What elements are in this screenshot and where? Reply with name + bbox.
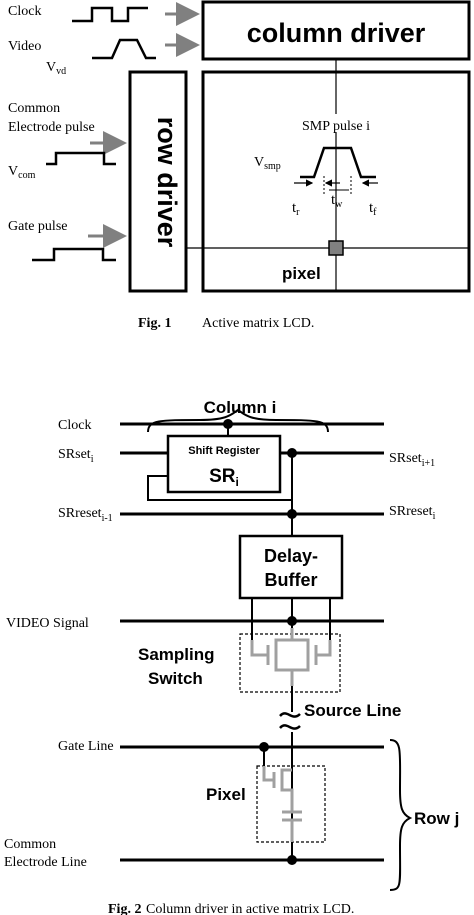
video-waveform [92,38,156,60]
column-driver-box [201,0,471,61]
electrode-line-label: Electrode Line [4,855,87,870]
electrode-pulse-label: Electrode pulse [8,120,95,135]
column-label: Column i [204,398,277,417]
common-waveform [46,151,116,166]
video-junction [287,616,297,626]
switch-label: Switch [148,669,203,688]
srset-right-label: SRseti+1 [389,451,435,469]
pixel-label-2: Pixel [206,785,246,804]
reset-feedback [147,475,292,501]
vcom-label: Vcom [8,164,36,181]
tf-label: tf [369,200,377,218]
common-label: Common [8,101,60,116]
common-label-2: Common [4,837,56,852]
clock-waveform [72,6,148,23]
fig2-column-driver: Column i Clock SRseti SRseti+1 Shift Reg… [4,398,459,915]
smp-waveform [300,146,376,179]
break-symbol-top [279,712,301,718]
pixel-circuit [262,766,302,842]
common-junction [287,855,297,865]
tw-label: tw [331,192,343,210]
buffer-label: Buffer [265,570,318,590]
fig1-active-matrix: Clock Video Vvd column driver Common Ele… [8,0,471,331]
gate-pulse-label: Gate pulse [8,219,67,234]
shift-register-label: Shift Register [188,445,260,457]
srreset-junction [287,509,297,519]
pixel-marker [328,240,344,256]
tr-label: tr [292,200,300,218]
delay-label: Delay- [264,546,318,566]
vsmp-label: Vsmp [254,155,281,172]
row-brace [389,739,413,891]
smp-label-bg [294,114,380,132]
sampling-transistor [250,628,332,686]
srset-left-label: SRseti [58,447,94,465]
gate-line-label: Gate Line [58,739,114,754]
srreset-left-label: SRreseti-1 [58,506,113,524]
video-signal-label: VIDEO Signal [6,616,89,631]
video-label: Video [8,39,41,54]
fig1-caption-text: Active matrix LCD. [202,316,314,331]
source-line-label: Source Line [304,701,401,720]
srreset-right-label: SRreseti [389,504,436,522]
fig1-caption-number: Fig. 1 [138,316,171,331]
fig2-caption-number: Fig. 2 [108,902,141,915]
row-label: Row j [414,809,459,828]
column-driver-label: column driver [247,18,426,48]
fig2-caption-text: Column driver in active matrix LCD. [146,902,354,915]
shift-register-box [166,434,282,494]
sr-label: SRi [209,466,239,489]
sampling-label: Sampling [138,645,215,664]
clock-label: Clock [8,4,41,19]
row-driver-label: row driver [152,117,182,248]
clock-label-2: Clock [58,418,91,433]
break-symbol-bottom [279,724,301,730]
vvd-label: Vvd [46,60,66,77]
row-driver-box [128,70,188,293]
sampling-switch-box [239,633,341,693]
column-brace [147,408,329,433]
smp-pulse-label: SMP pulse i [302,119,370,134]
pixel-label: pixel [282,264,321,283]
gate-waveform [32,247,116,262]
